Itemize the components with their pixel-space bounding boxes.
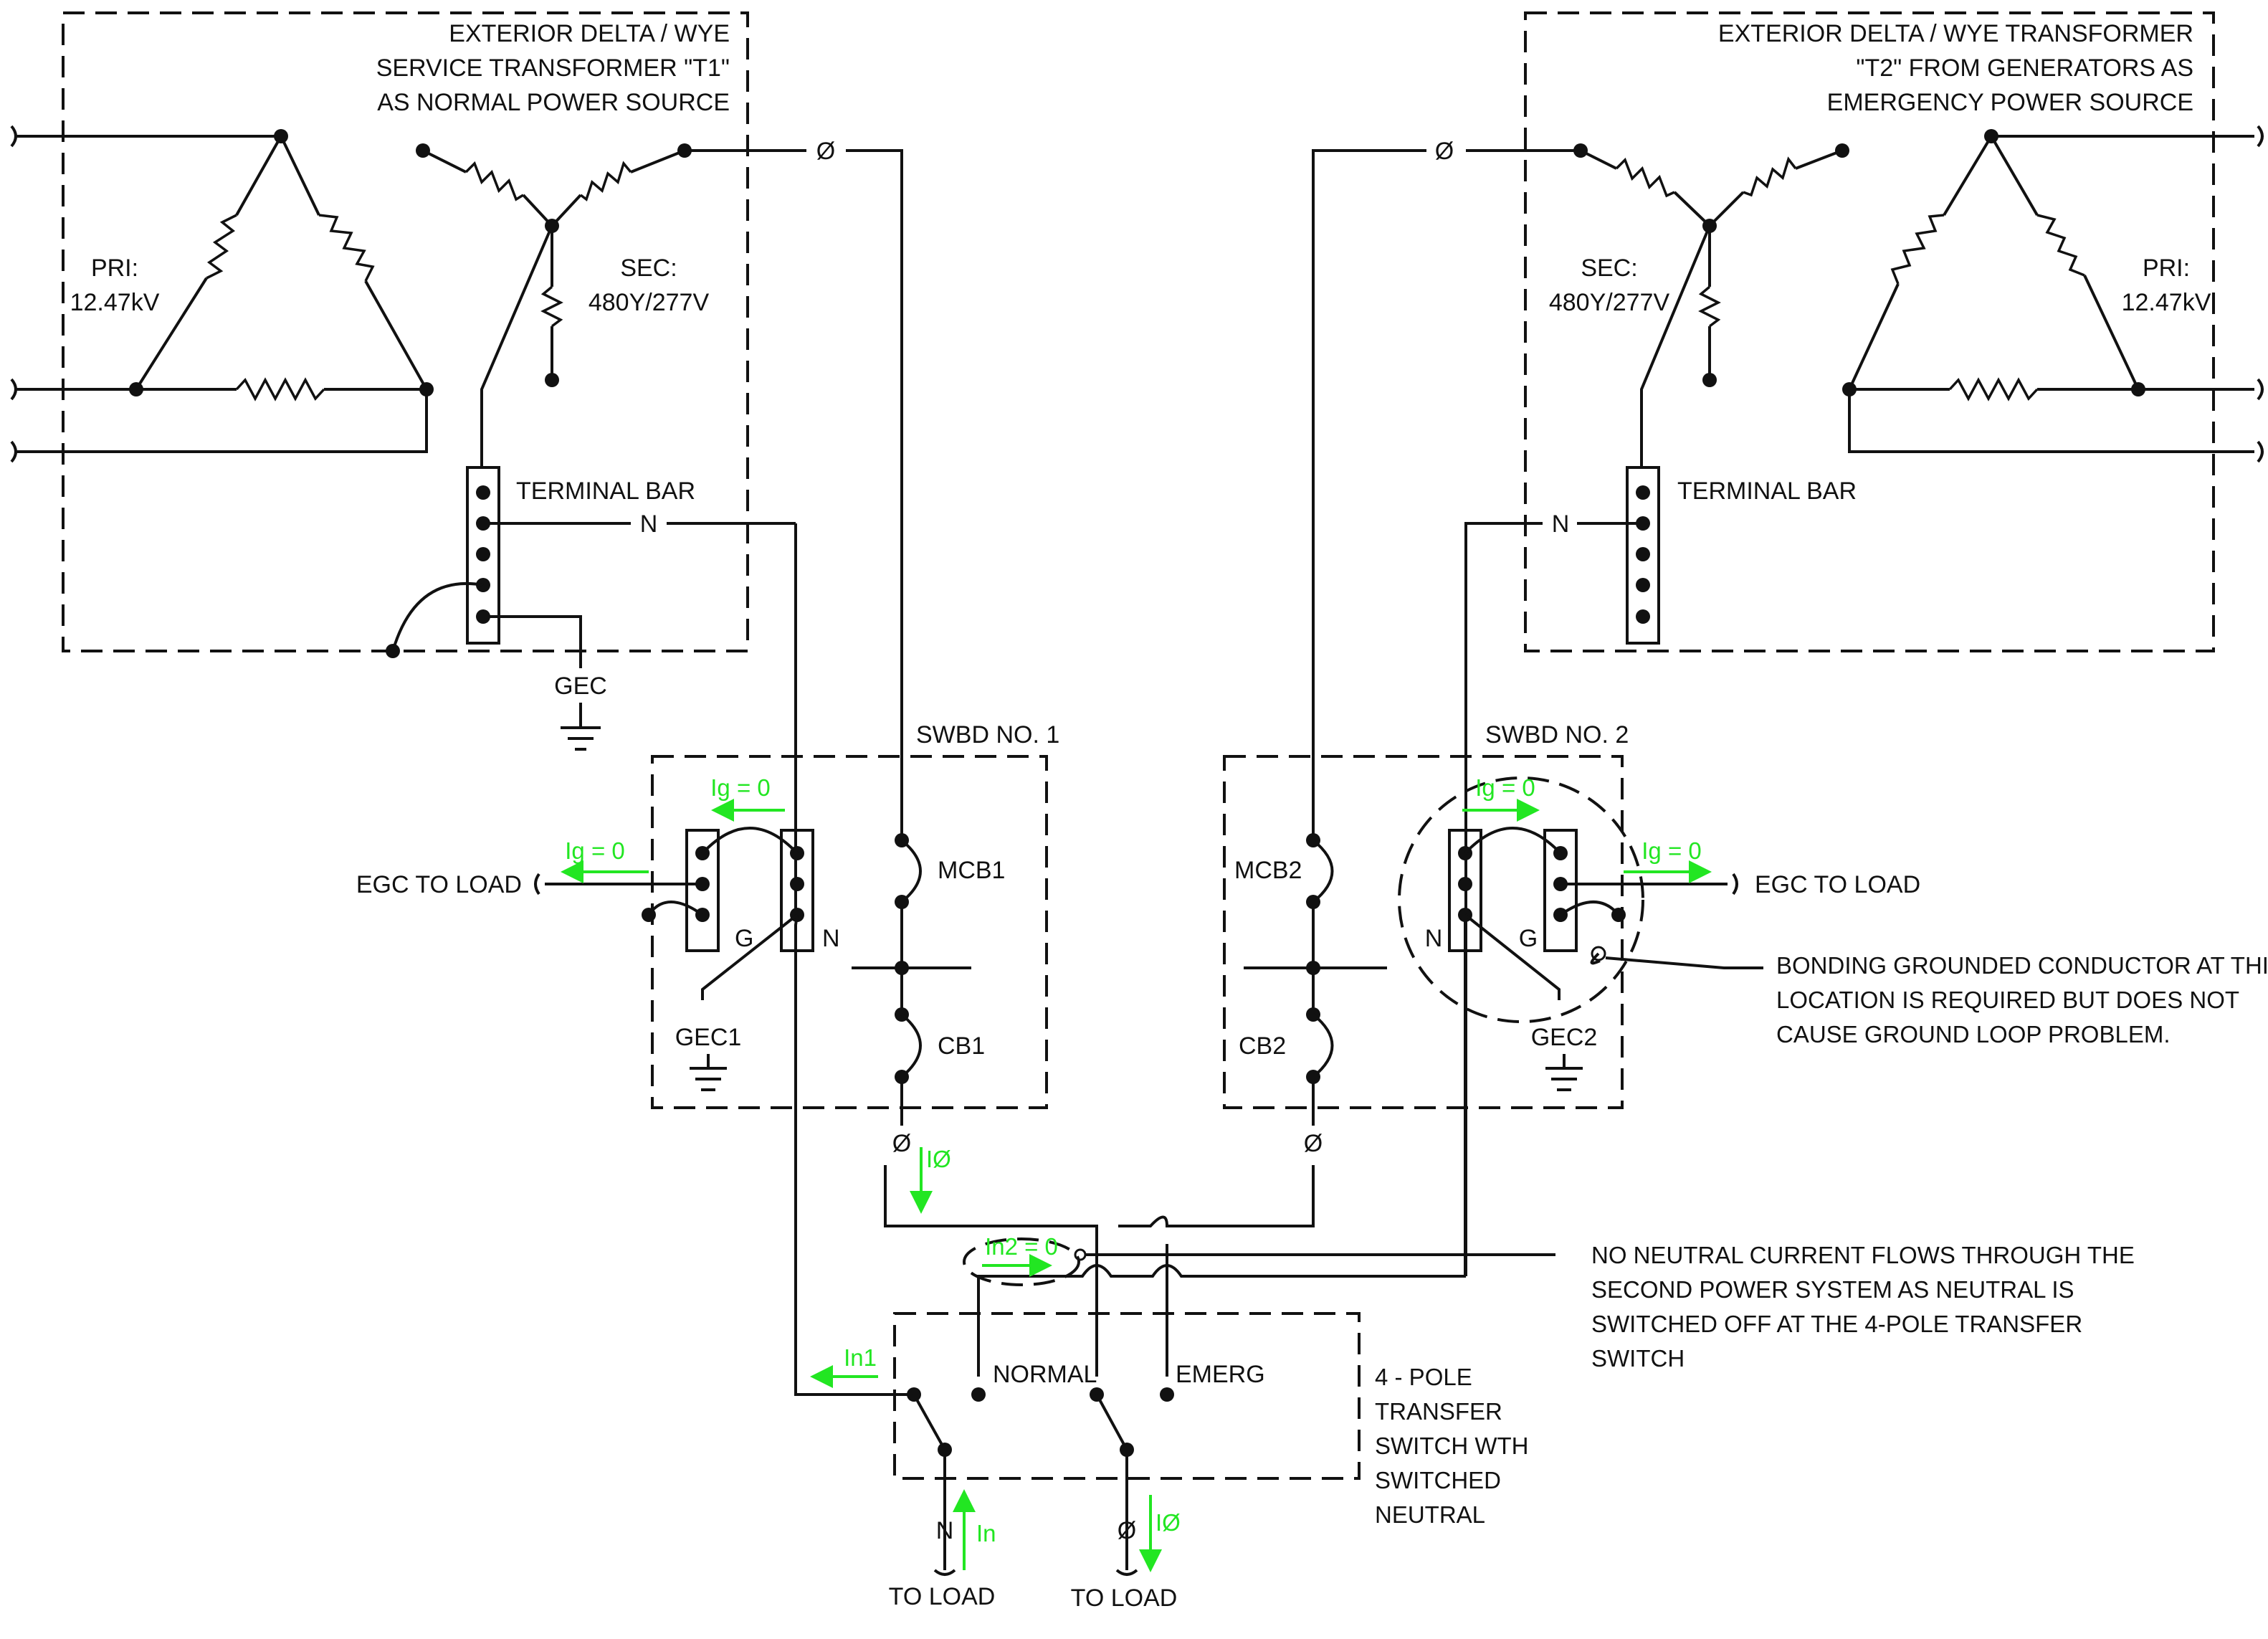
in-arrow: In xyxy=(953,1489,996,1570)
bonding-note: BONDING GROUNDED CONDUCTOR AT THIS LOCAT… xyxy=(1776,952,2268,1047)
svg-text:SWITCH WTH: SWITCH WTH xyxy=(1375,1433,1528,1459)
svg-text:N: N xyxy=(822,925,840,952)
swbd2-ig-load-arrow: Ig = 0 xyxy=(1624,837,1712,883)
svg-text:G: G xyxy=(1519,925,1538,952)
svg-text:480Y/277V: 480Y/277V xyxy=(1549,289,1670,316)
svg-text:In2 = 0: In2 = 0 xyxy=(985,1233,1058,1260)
svg-text:AS NORMAL POWER SOURCE: AS NORMAL POWER SOURCE xyxy=(377,89,730,116)
t2-neutral-label: N xyxy=(1552,510,1570,538)
svg-text:12.47kV: 12.47kV xyxy=(70,289,160,316)
svg-text:480Y/277V: 480Y/277V xyxy=(589,289,710,316)
ats-phase-current-arrow: IØ xyxy=(1139,1495,1181,1572)
svg-text:GEC: GEC xyxy=(554,673,607,700)
svg-text:IØ: IØ xyxy=(926,1146,951,1172)
transformer-t2: EXTERIOR DELTA / WYE TRANSFORMER "T2" FR… xyxy=(1312,11,2264,1276)
t2-phase-label: Ø xyxy=(1435,138,1454,165)
transformer-t1: EXTERIOR DELTA / WYE SERVICE TRANSFORMER… xyxy=(10,11,903,840)
svg-text:SWITCHED: SWITCHED xyxy=(1375,1467,1501,1493)
svg-text:LOCATION IS REQUIRED BUT DOES: LOCATION IS REQUIRED BUT DOES NOT xyxy=(1776,987,2239,1013)
svg-text:MCB2: MCB2 xyxy=(1234,857,1302,884)
switchboard-2: SWBD NO. 2 N G GEC2 EGC TO LOAD MCB2 xyxy=(1223,721,1920,1109)
svg-text:Ø: Ø xyxy=(1118,1517,1136,1544)
t1-neutral-label: N xyxy=(640,510,658,538)
swbd1-phase-label: Ø xyxy=(892,1130,911,1157)
t1-phase-label: Ø xyxy=(816,138,835,165)
svg-text:PRI:: PRI: xyxy=(2143,255,2190,282)
switchboard-1: SWBD NO. 1 G N GEC1 EGC TO LOAD MCB1 xyxy=(356,523,1059,1396)
svg-text:Ig = 0: Ig = 0 xyxy=(1642,837,1701,864)
svg-text:In1: In1 xyxy=(844,1344,877,1371)
svg-text:12.47kV: 12.47kV xyxy=(2122,289,2211,316)
transfer-switch: 4 - POLE TRANSFER SWITCH WTH SWITCHED NE… xyxy=(810,1312,1528,1612)
svg-text:Ig = 0: Ig = 0 xyxy=(565,837,624,864)
svg-text:GEC2: GEC2 xyxy=(1531,1024,1598,1051)
swbd1-ig-bus-arrow: Ig = 0 xyxy=(710,774,785,822)
svg-text:4 - POLE: 4 - POLE xyxy=(1375,1364,1472,1390)
svg-text:EMERG: EMERG xyxy=(1176,1361,1265,1388)
swbd2-ig-bus-arrow: Ig = 0 xyxy=(1462,774,1540,822)
svg-text:N: N xyxy=(1425,925,1443,952)
swbd1-ig-load-arrow: Ig = 0 xyxy=(561,837,649,883)
svg-text:TRANSFER: TRANSFER xyxy=(1375,1398,1502,1425)
svg-text:CAUSE GROUND LOOP PROBLEM.: CAUSE GROUND LOOP PROBLEM. xyxy=(1776,1021,2171,1047)
t2-delta-winding xyxy=(1842,129,2145,402)
svg-text:NO NEUTRAL CURRENT FLOWS THRO: NO NEUTRAL CURRENT FLOWS THROUGH THE xyxy=(1591,1242,2135,1268)
in1-arrow: In1 xyxy=(810,1344,878,1388)
ats-title: 4 - POLE TRANSFER SWITCH WTH SWITCHED NE… xyxy=(1375,1364,1528,1528)
t2-terminal-bar xyxy=(1626,466,1660,645)
svg-text:SWBD NO. 1: SWBD NO. 1 xyxy=(916,721,1059,749)
t1-wye-winding xyxy=(416,143,692,467)
svg-text:SERVICE TRANSFORMER "T1": SERVICE TRANSFORMER "T1" xyxy=(376,54,730,82)
svg-text:EXTERIOR DELTA / WYE: EXTERIOR DELTA / WYE xyxy=(449,20,730,47)
svg-text:EMERGENCY POWER SOURCE: EMERGENCY POWER SOURCE xyxy=(1827,89,2193,116)
svg-text:EGC TO LOAD: EGC TO LOAD xyxy=(356,871,522,898)
svg-text:In: In xyxy=(976,1520,996,1547)
t2-title: EXTERIOR DELTA / WYE TRANSFORMER "T2" FR… xyxy=(1718,20,2193,116)
svg-text:"T2" FROM GENERATORS AS: "T2" FROM GENERATORS AS xyxy=(1856,54,2193,82)
svg-text:G: G xyxy=(735,925,753,952)
svg-text:Ig = 0: Ig = 0 xyxy=(710,774,770,801)
svg-text:TERMINAL BAR: TERMINAL BAR xyxy=(1677,478,1857,505)
swbd1-phase-current-arrow: IØ xyxy=(910,1146,951,1214)
svg-text:NEUTRAL: NEUTRAL xyxy=(1375,1501,1485,1528)
svg-text:CB1: CB1 xyxy=(938,1032,985,1060)
t1-ground-symbol xyxy=(561,703,601,751)
svg-text:SEC:: SEC: xyxy=(1581,255,1637,282)
neutral-note: NO NEUTRAL CURRENT FLOWS THROUGH THE SEC… xyxy=(1591,1242,2135,1372)
svg-text:SECOND POWER SYSTEM AS NEUTRAL: SECOND POWER SYSTEM AS NEUTRAL IS xyxy=(1591,1276,2074,1303)
svg-text:SWBD NO. 2: SWBD NO. 2 xyxy=(1485,721,1629,749)
svg-text:EXTERIOR DELTA / WYE TRANSFORM: EXTERIOR DELTA / WYE TRANSFORMER xyxy=(1718,20,2193,47)
svg-text:BONDING GROUNDED CONDUCTOR AT: BONDING GROUNDED CONDUCTOR AT THIS xyxy=(1776,952,2268,979)
svg-text:TO LOAD: TO LOAD xyxy=(1071,1585,1178,1612)
svg-text:TO LOAD: TO LOAD xyxy=(889,1583,996,1610)
svg-text:SEC:: SEC: xyxy=(620,255,677,282)
t1-delta-winding xyxy=(129,129,434,402)
svg-text:SWITCHED OFF AT THE 4-POLE TRA: SWITCHED OFF AT THE 4-POLE TRANSFER xyxy=(1591,1311,2082,1337)
svg-text:IØ: IØ xyxy=(1156,1509,1181,1536)
svg-text:MCB1: MCB1 xyxy=(938,857,1005,884)
in2-annotation: In2 = 0 xyxy=(963,1233,1555,1286)
svg-text:GEC1: GEC1 xyxy=(675,1024,742,1051)
svg-text:SWITCH: SWITCH xyxy=(1591,1345,1685,1372)
svg-text:EGC TO LOAD: EGC TO LOAD xyxy=(1755,871,1920,898)
svg-text:Ig = 0: Ig = 0 xyxy=(1475,774,1535,801)
svg-text:TERMINAL BAR: TERMINAL BAR xyxy=(516,478,695,505)
swbd2-phase-label: Ø xyxy=(1304,1130,1323,1157)
svg-text:NORMAL: NORMAL xyxy=(993,1361,1097,1388)
svg-text:N: N xyxy=(936,1517,954,1544)
svg-text:CB2: CB2 xyxy=(1239,1032,1286,1060)
svg-text:PRI:: PRI: xyxy=(91,255,138,282)
t1-title: EXTERIOR DELTA / WYE SERVICE TRANSFORMER… xyxy=(376,20,730,116)
